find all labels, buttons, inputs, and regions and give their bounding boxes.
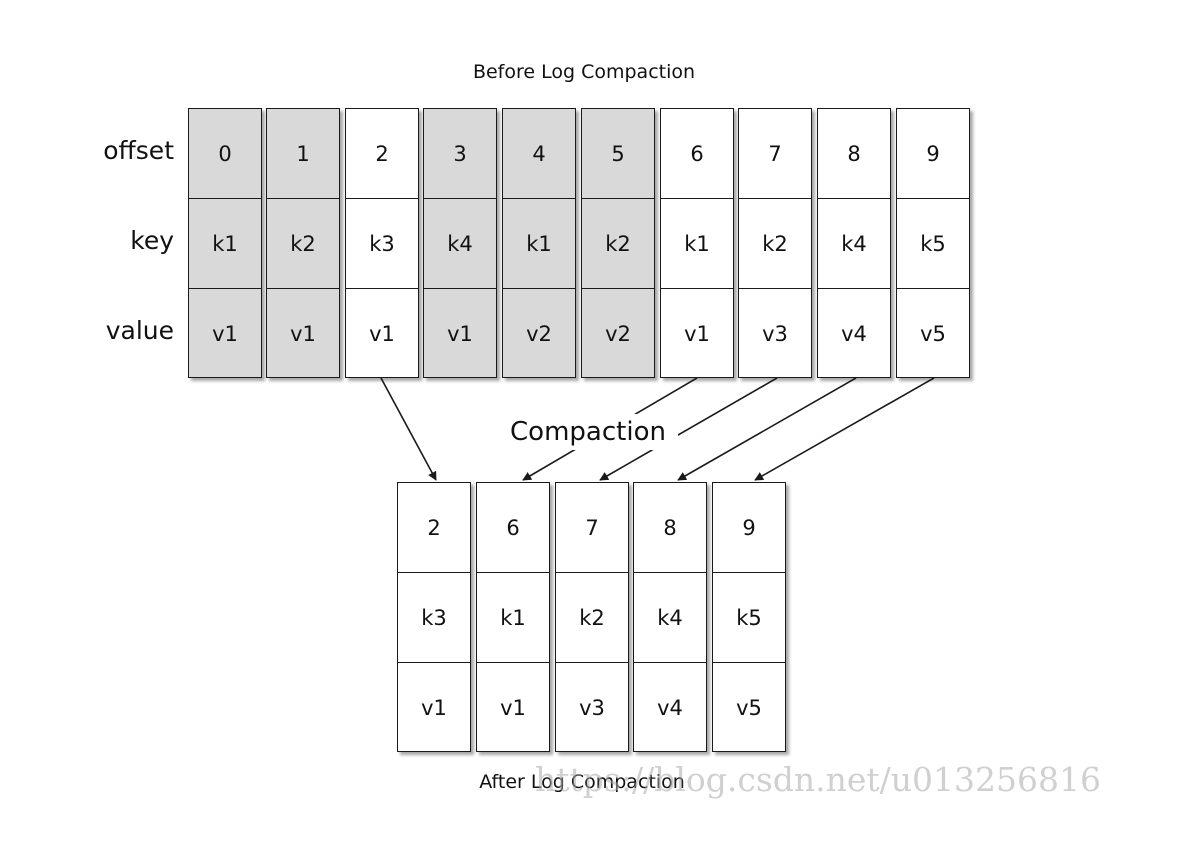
row-label-value: value bbox=[105, 316, 174, 345]
before-key-cell: k1 bbox=[189, 199, 261, 289]
before-offset-cell: 3 bbox=[424, 109, 496, 199]
after-value-cell: v3 bbox=[579, 696, 605, 720]
before-key-cell: k3 bbox=[346, 199, 418, 289]
before-offset-cell: 6 bbox=[661, 109, 733, 199]
compaction-arrow-4 bbox=[754, 377, 935, 481]
before-offset-cell: 7 bbox=[739, 109, 811, 199]
after-offset-cell: 9 bbox=[713, 483, 785, 573]
after-key-cell: k5 bbox=[713, 573, 785, 663]
after-key-cell: k3 bbox=[398, 573, 470, 663]
after-value-cell: v5 bbox=[736, 696, 762, 720]
before-value-cell: v2 bbox=[526, 322, 552, 346]
watermark: https://blog.csdn.net/u013256816 bbox=[535, 760, 1102, 799]
after-key-cell: k1 bbox=[477, 573, 549, 663]
before-title: Before Log Compaction bbox=[472, 61, 696, 83]
after-offset-cell: 2 bbox=[398, 483, 470, 573]
before-key-cell: k4 bbox=[424, 199, 496, 289]
before-offset-cell: 8 bbox=[818, 109, 890, 199]
before-value-cell: v4 bbox=[841, 322, 867, 346]
compaction-arrow-3 bbox=[677, 377, 857, 481]
before-value-cell: v1 bbox=[290, 322, 316, 346]
after-offset-cell: 8 bbox=[634, 483, 706, 573]
row-label-key: key bbox=[130, 226, 174, 255]
before-offset-cell: 1 bbox=[267, 109, 339, 199]
after-value-cell: v1 bbox=[421, 696, 447, 720]
before-value-cell: v1 bbox=[447, 322, 473, 346]
after-offset-cell: 6 bbox=[477, 483, 549, 573]
before-key-cell: k2 bbox=[739, 199, 811, 289]
before-key-cell: k4 bbox=[818, 199, 890, 289]
before-value-cell: v1 bbox=[212, 322, 238, 346]
before-key-cell: k2 bbox=[582, 199, 654, 289]
compaction-label: Compaction bbox=[498, 414, 678, 450]
before-value-cell: v3 bbox=[762, 322, 788, 346]
before-key-cell: k5 bbox=[897, 199, 969, 289]
after-key-cell: k4 bbox=[634, 573, 706, 663]
before-value-cell: v5 bbox=[920, 322, 946, 346]
after-value-cell: v4 bbox=[657, 696, 683, 720]
before-offset-cell: 2 bbox=[346, 109, 418, 199]
after-key-cell: k2 bbox=[556, 573, 628, 663]
before-key-cell: k1 bbox=[661, 199, 733, 289]
row-label-offset: offset bbox=[103, 136, 174, 165]
before-offset-cell: 0 bbox=[189, 109, 261, 199]
before-offset-cell: 4 bbox=[503, 109, 575, 199]
before-offset-cell: 5 bbox=[582, 109, 654, 199]
before-value-cell: v2 bbox=[605, 322, 631, 346]
after-value-cell: v1 bbox=[500, 696, 526, 720]
after-offset-cell: 7 bbox=[556, 483, 628, 573]
before-value-cell: v1 bbox=[369, 322, 395, 346]
before-value-cell: v1 bbox=[684, 322, 710, 346]
after-title: After Log Compaction bbox=[479, 771, 685, 793]
before-key-cell: k1 bbox=[503, 199, 575, 289]
compaction-arrow-0 bbox=[380, 377, 437, 481]
before-key-cell: k2 bbox=[267, 199, 339, 289]
before-offset-cell: 9 bbox=[897, 109, 969, 199]
